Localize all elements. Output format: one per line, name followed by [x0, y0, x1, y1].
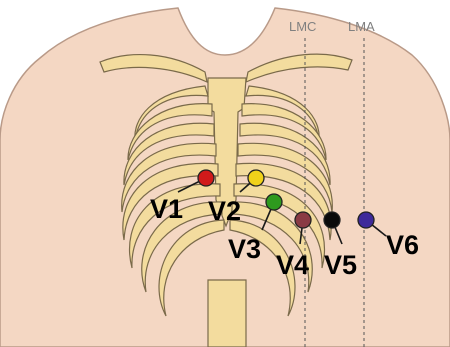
v2-electrode — [248, 170, 264, 186]
spine — [208, 280, 246, 347]
lma-label: LMA — [348, 19, 375, 34]
v4-label: V4 — [276, 250, 309, 280]
v3-label: V3 — [228, 234, 261, 264]
v4-electrode — [295, 212, 311, 228]
v6-electrode — [358, 212, 374, 228]
v3-electrode — [266, 194, 282, 210]
v6-label: V6 — [386, 230, 419, 260]
v5-label: V5 — [324, 250, 357, 280]
lmc-label: LMC — [289, 19, 316, 34]
v1-label: V1 — [150, 194, 183, 224]
v2-label: V2 — [208, 196, 241, 226]
v5-electrode — [324, 212, 340, 228]
v1-electrode — [198, 170, 214, 186]
